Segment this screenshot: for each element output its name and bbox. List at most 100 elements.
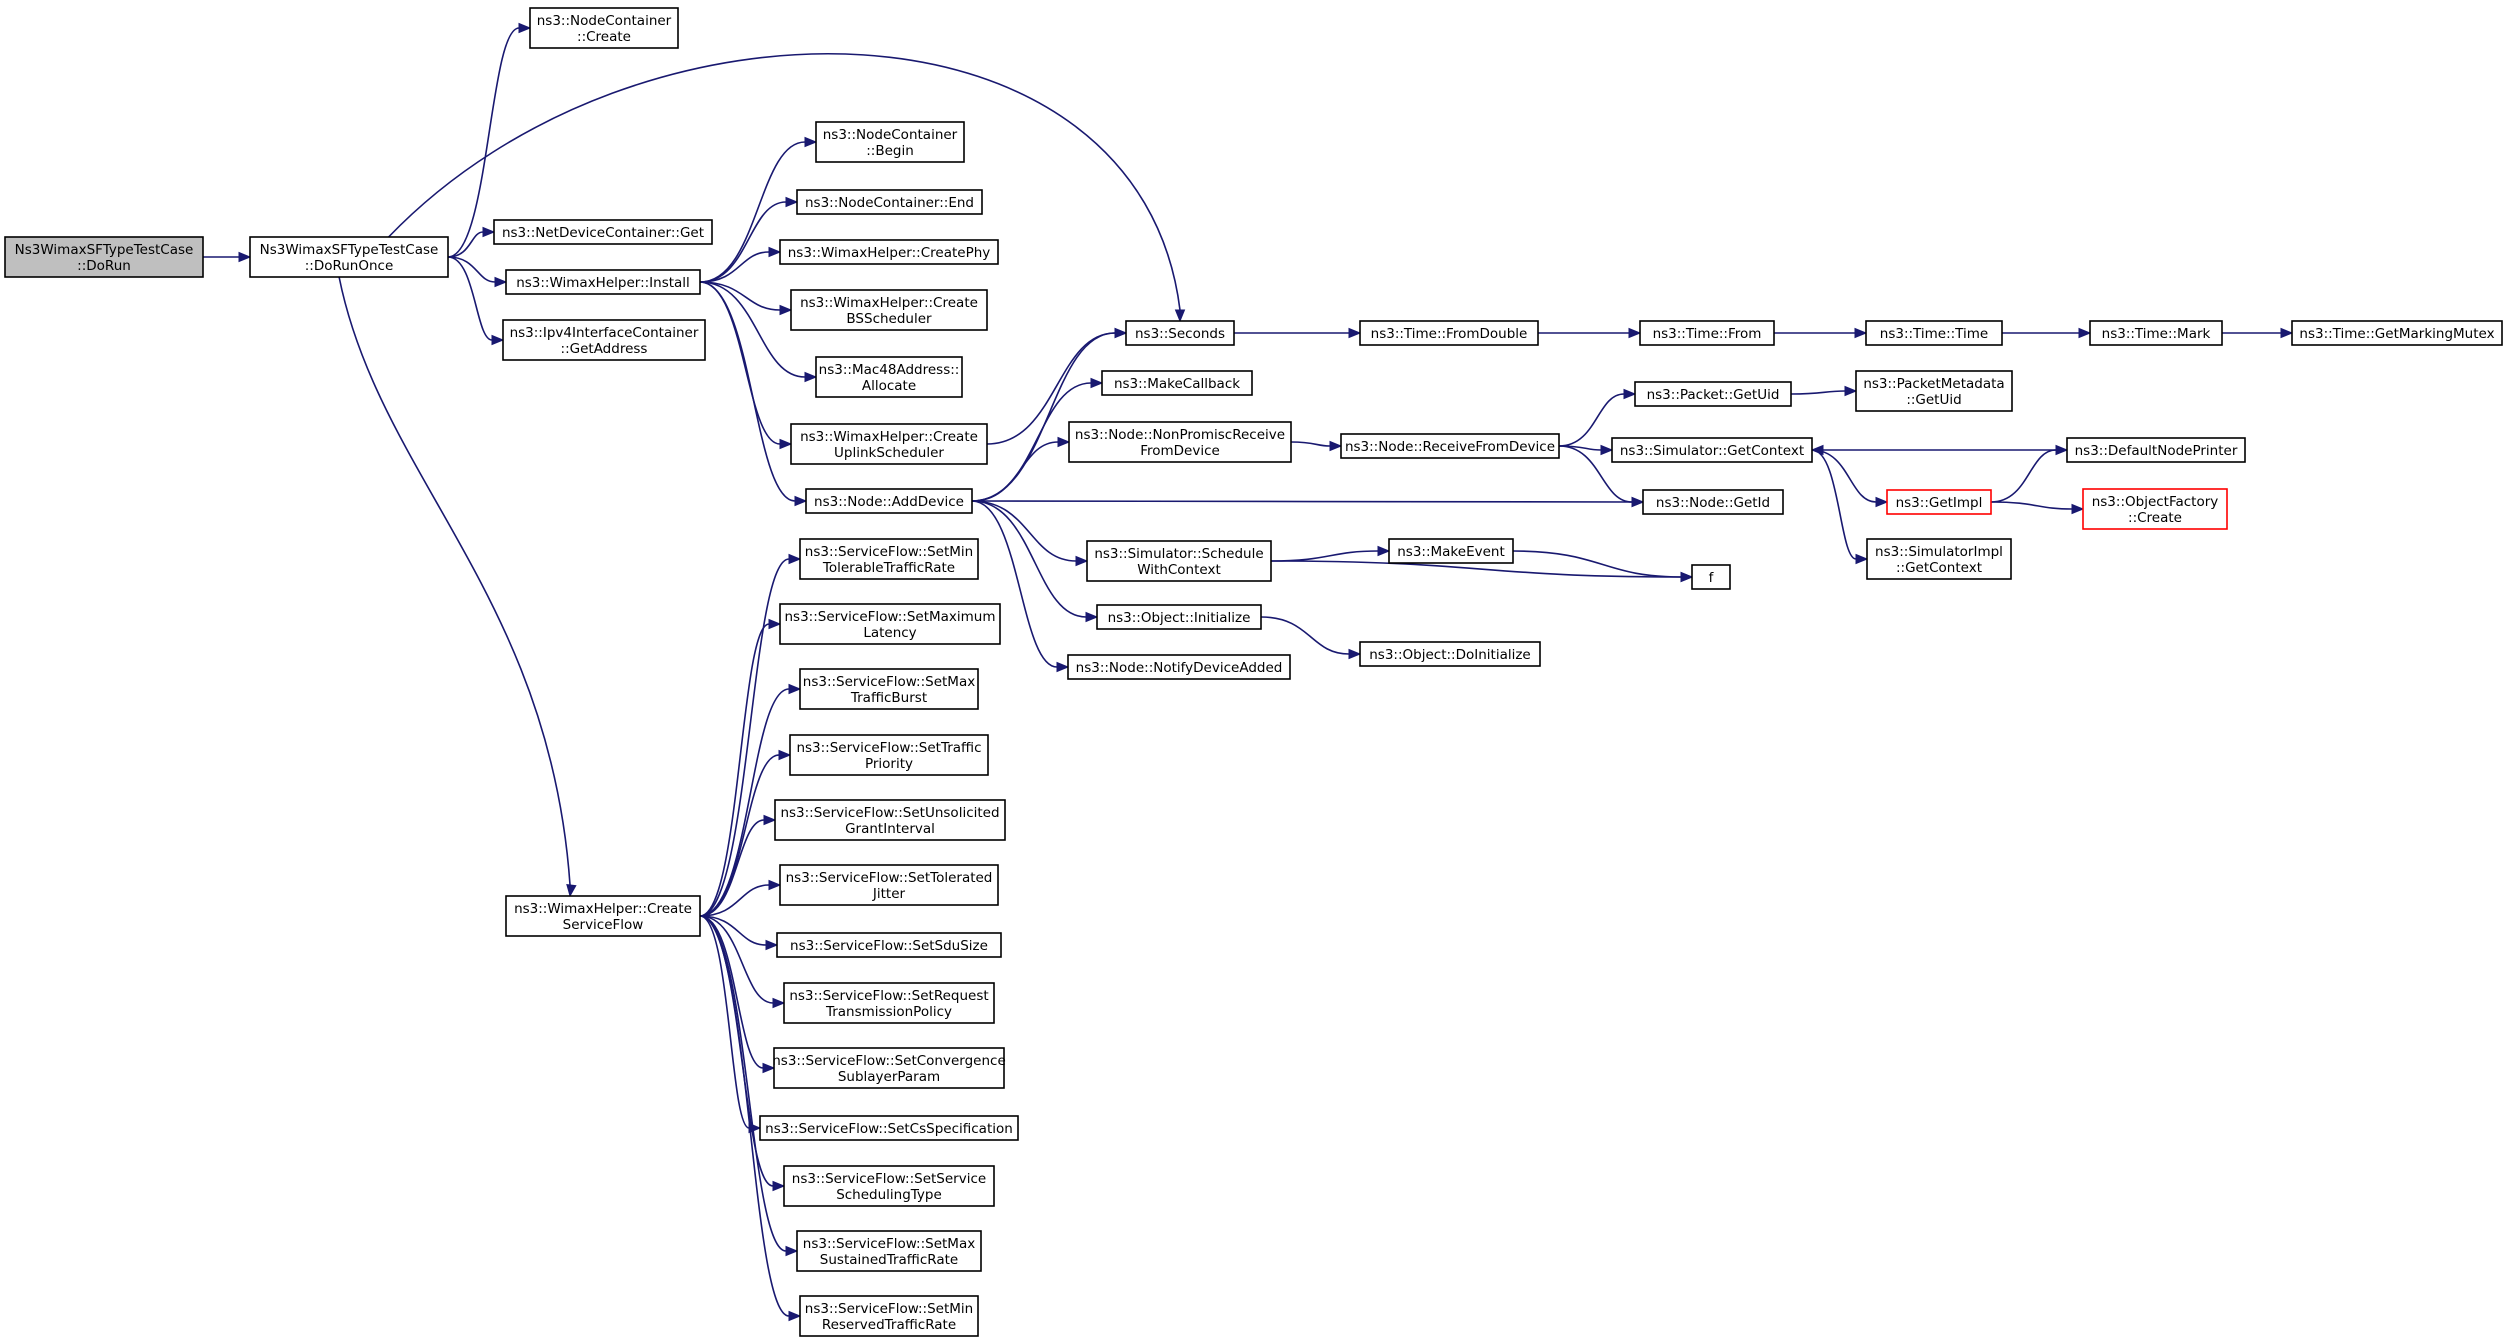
node-time-from[interactable]: ns3::Time::From [1639, 320, 1775, 346]
node-nc-begin[interactable]: ns3::NodeContainer::Begin [815, 121, 965, 163]
node-label: ns3::WimaxHelper::Create [800, 429, 978, 445]
node-label: ServiceFlow [563, 917, 644, 933]
node-obj-init[interactable]: ns3::Object::Initialize [1096, 604, 1262, 630]
node-sf5[interactable]: ns3::ServiceFlow::SetUnsolicitedGrantInt… [774, 799, 1006, 841]
arrowhead [768, 246, 782, 258]
node-doinit[interactable]: ns3::Object::DoInitialize [1359, 641, 1541, 667]
node-recvfrom[interactable]: ns3::Node::ReceiveFromDevice [1340, 433, 1560, 459]
edge-line [699, 915, 774, 1004]
node-sf13[interactable]: ns3::ServiceFlow::SetMinReservedTrafficR… [799, 1295, 979, 1337]
node-sf10[interactable]: ns3::ServiceFlow::SetCsSpecification [759, 1115, 1019, 1141]
node-mac48[interactable]: ns3::Mac48Address::Allocate [815, 356, 963, 398]
node-label: TolerableTrafficRate [822, 560, 955, 576]
node-label: ns3::PacketMetadata [1863, 376, 2004, 392]
edge-line [1558, 393, 1625, 447]
edge-line [699, 915, 764, 1069]
node-box [1388, 538, 1514, 564]
node-wh-install[interactable]: ns3::WimaxHelper::Install [505, 269, 701, 295]
node-label: TrafficBurst [850, 690, 927, 706]
node-box [789, 734, 989, 776]
node-label: ::GetContext [1896, 560, 1982, 576]
node-box [1634, 381, 1792, 407]
node-box [1639, 320, 1775, 346]
edge-line [699, 915, 767, 946]
arrowhead [1090, 377, 1104, 389]
node-sf11[interactable]: ns3::ServiceFlow::SetServiceSchedulingTy… [783, 1165, 995, 1207]
node-label: ns3::Node::NonPromiscReceive [1075, 427, 1285, 443]
arrowhead [1377, 545, 1391, 557]
node-ipv4-get[interactable]: ns3::Ipv4InterfaceContainer::GetAddress [502, 319, 706, 361]
node-sf7[interactable]: ns3::ServiceFlow::SetSduSize [776, 932, 1002, 958]
node-nc-end[interactable]: ns3::NodeContainer::End [796, 189, 983, 215]
edge-line [447, 231, 484, 258]
node-makecb[interactable]: ns3::MakeCallback [1101, 370, 1253, 396]
node-makeevent[interactable]: ns3::MakeEvent [1388, 538, 1514, 564]
node-label: WithContext [1137, 562, 1221, 578]
node-box [799, 538, 979, 580]
node-f[interactable]: f [1691, 564, 1731, 590]
node-node-getid[interactable]: ns3::Node::GetId [1642, 489, 1784, 515]
node-pkt-uid[interactable]: ns3::Packet::GetUid [1634, 381, 1792, 407]
node-sf1[interactable]: ns3::ServiceFlow::SetMinTolerableTraffic… [799, 538, 979, 580]
edge-doruncase-to-seconds [388, 53, 1186, 323]
node-seconds[interactable]: ns3::Seconds [1125, 320, 1235, 346]
node-simimpl-ctx[interactable]: ns3::SimulatorImpl::GetContext [1866, 538, 2012, 580]
edge-pkt-uid-to-pmd-uid [1790, 385, 1858, 397]
edge-node-add-to-node-getid [971, 496, 1645, 508]
node-box [799, 668, 979, 710]
node-label: ns3::NodeContainer [537, 13, 672, 29]
edge-line [1290, 441, 1331, 447]
edge-node-add-to-seconds [971, 327, 1128, 502]
node-ndc-get[interactable]: ns3::NetDeviceContainer::Get [493, 219, 713, 245]
node-box [783, 1165, 995, 1207]
node-time-time[interactable]: ns3::Time::Time [1865, 320, 2003, 346]
arrowhead [1056, 661, 1070, 673]
edge-line [447, 256, 493, 341]
edge-wh-install-to-nc-end [699, 196, 799, 283]
node-sf8[interactable]: ns3::ServiceFlow::SetRequestTransmission… [783, 982, 995, 1024]
edge-sim-swc-to-makeevent [1270, 545, 1391, 562]
edge-line [699, 623, 770, 917]
node-fromdouble[interactable]: ns3::Time::FromDouble [1359, 320, 1539, 346]
arrowhead [1600, 444, 1614, 456]
arrowhead [762, 1062, 776, 1074]
node-label: ns3::ServiceFlow::SetMin [805, 544, 973, 560]
node-box [1086, 540, 1272, 582]
node-time-mark[interactable]: ns3::Time::Mark [2089, 320, 2223, 346]
edge-wh-csf-to-sf2 [699, 618, 782, 917]
node-wh-phy[interactable]: ns3::WimaxHelper::CreatePhy [779, 239, 999, 265]
node-getmutex[interactable]: ns3::Time::GetMarkingMutex [2291, 320, 2503, 346]
edge-line [699, 754, 780, 917]
edge-node-add-to-nonprom [971, 436, 1071, 502]
node-getimpl[interactable]: ns3::GetImpl [1886, 489, 1992, 515]
node-sf12[interactable]: ns3::ServiceFlow::SetMaxSustainedTraffic… [796, 1230, 982, 1272]
arrowhead [2071, 503, 2085, 515]
edge-seconds-to-fromdouble [1233, 327, 1362, 339]
node-of-create[interactable]: ns3::ObjectFactory::Create [2082, 488, 2228, 530]
node-doruncase[interactable]: Ns3WimaxSFTypeTestCase::DoRunOnce [249, 236, 449, 278]
arrowhead [1628, 327, 1642, 339]
arrowhead [1810, 444, 1824, 456]
node-pmd-uid[interactable]: ns3::PacketMetadata::GetUid [1855, 370, 2013, 412]
node-sim-ctx[interactable]: ns3::Simulator::GetContext [1611, 437, 1813, 463]
node-node-add[interactable]: ns3::Node::AddDevice [805, 488, 973, 514]
node-label: GrantInterval [845, 821, 935, 837]
node-box [1611, 437, 1813, 463]
node-sf9[interactable]: ns3::ServiceFlow::SetConvergenceSublayer… [772, 1047, 1006, 1089]
node-dnp[interactable]: ns3::DefaultNodePrinter [2066, 437, 2246, 463]
node-notify[interactable]: ns3::Node::NotifyDeviceAdded [1067, 654, 1291, 680]
node-nc-create[interactable]: ns3::NodeContainer::Create [529, 7, 679, 49]
node-label: ns3::Time::Time [1880, 326, 1988, 342]
node-box [1340, 433, 1560, 459]
node-label: ns3::ServiceFlow::SetUnsolicited [780, 805, 999, 821]
